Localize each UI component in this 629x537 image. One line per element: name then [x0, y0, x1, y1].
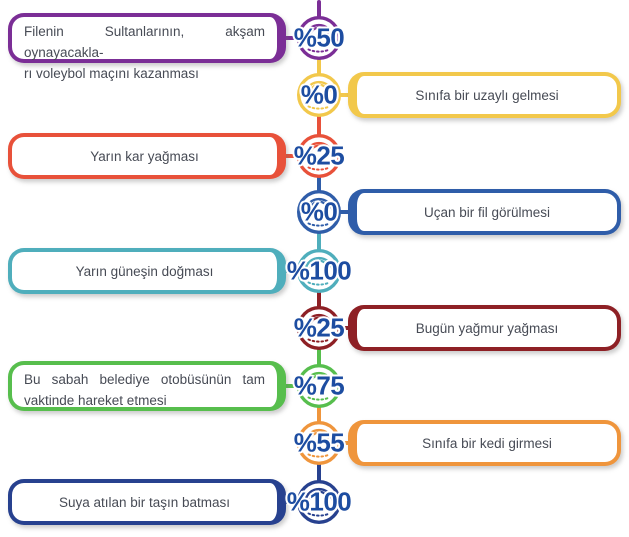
- connector-line: [317, 95, 321, 156]
- connector-line: [317, 443, 321, 502]
- event-box: Filenin Sultanlarının, akşam oynayacakla…: [8, 13, 286, 81]
- connector-line: [317, 156, 321, 212]
- box-connector: [339, 93, 351, 97]
- box-connector: [283, 36, 299, 40]
- event-label: Filenin Sultanlarının, akşam oynayacakla…: [24, 24, 265, 60]
- badge-rings-icon: [297, 480, 341, 524]
- box-connector: [283, 384, 299, 388]
- box-connector: [339, 326, 351, 330]
- connector-line: [317, 271, 321, 328]
- probability-badge: [295, 71, 343, 119]
- event-label: rı voleybol maçını kazanması: [24, 66, 199, 81]
- event-label: Bugün yağmur yağması: [415, 320, 559, 336]
- probability-value: %50: [293, 22, 345, 53]
- probability-value: %0: [300, 196, 338, 227]
- probability-badge: [295, 14, 343, 62]
- event-label: Bu sabah belediye otobüsünün tam: [24, 372, 265, 387]
- probability-badge: [295, 132, 343, 180]
- event-box: Sınıfa bir kedi girmesi: [348, 420, 621, 466]
- event-box: Yarın güneşin doğması: [8, 248, 286, 294]
- box-connector: [283, 154, 299, 158]
- event-box: Uçan bir fil görülmesi: [348, 189, 621, 235]
- connector-line: [317, 38, 321, 95]
- probability-badge: [295, 478, 343, 526]
- connector-line: [317, 386, 321, 443]
- event-label: Yarın kar yağması: [90, 148, 199, 164]
- event-label: Yarın güneşin doğması: [75, 263, 214, 279]
- badge-rings-icon: [297, 249, 341, 293]
- badge-rings-icon: [297, 134, 341, 178]
- event-box: Bu sabah belediye otobüsünün tam vaktinde…: [8, 361, 286, 411]
- box-connector: [283, 269, 299, 273]
- probability-badge: [295, 419, 343, 467]
- event-box: Bugün yağmur yağması: [348, 305, 621, 351]
- badge-rings-icon: [297, 421, 341, 465]
- box-connector: [339, 441, 351, 445]
- probability-value: %55: [293, 427, 345, 458]
- event-label: Suya atılan bir taşın batması: [58, 494, 231, 510]
- probability-value: %100: [286, 255, 352, 286]
- probability-value: %25: [293, 312, 345, 343]
- probability-badge: [295, 188, 343, 236]
- event-label: Uçan bir fil görülmesi: [423, 204, 551, 220]
- connector-line: [317, 212, 321, 271]
- event-label: vaktinde hareket etmesi: [24, 393, 167, 408]
- probability-value: %0: [300, 79, 338, 110]
- probability-value: %100: [286, 486, 352, 517]
- event-box: Suya atılan bir taşın batması: [8, 479, 286, 525]
- badge-rings-icon: [297, 364, 341, 408]
- probability-badge: [295, 247, 343, 295]
- probability-value: %75: [293, 370, 345, 401]
- badge-rings-icon: [297, 306, 341, 350]
- event-label: Sınıfa bir uzaylı gelmesi: [415, 87, 559, 103]
- event-label: Sınıfa bir kedi girmesi: [422, 435, 552, 451]
- badge-rings-icon: [297, 73, 341, 117]
- box-connector: [339, 210, 351, 214]
- probability-value: %25: [293, 140, 345, 171]
- badge-rings-icon: [297, 190, 341, 234]
- badge-rings-icon: [297, 16, 341, 60]
- event-box: Yarın kar yağması: [8, 133, 286, 179]
- event-box: Sınıfa bir uzaylı gelmesi: [348, 72, 621, 118]
- probability-badge: [295, 362, 343, 410]
- probability-badge: [295, 304, 343, 352]
- connector-line: [317, 328, 321, 386]
- box-connector: [283, 500, 299, 504]
